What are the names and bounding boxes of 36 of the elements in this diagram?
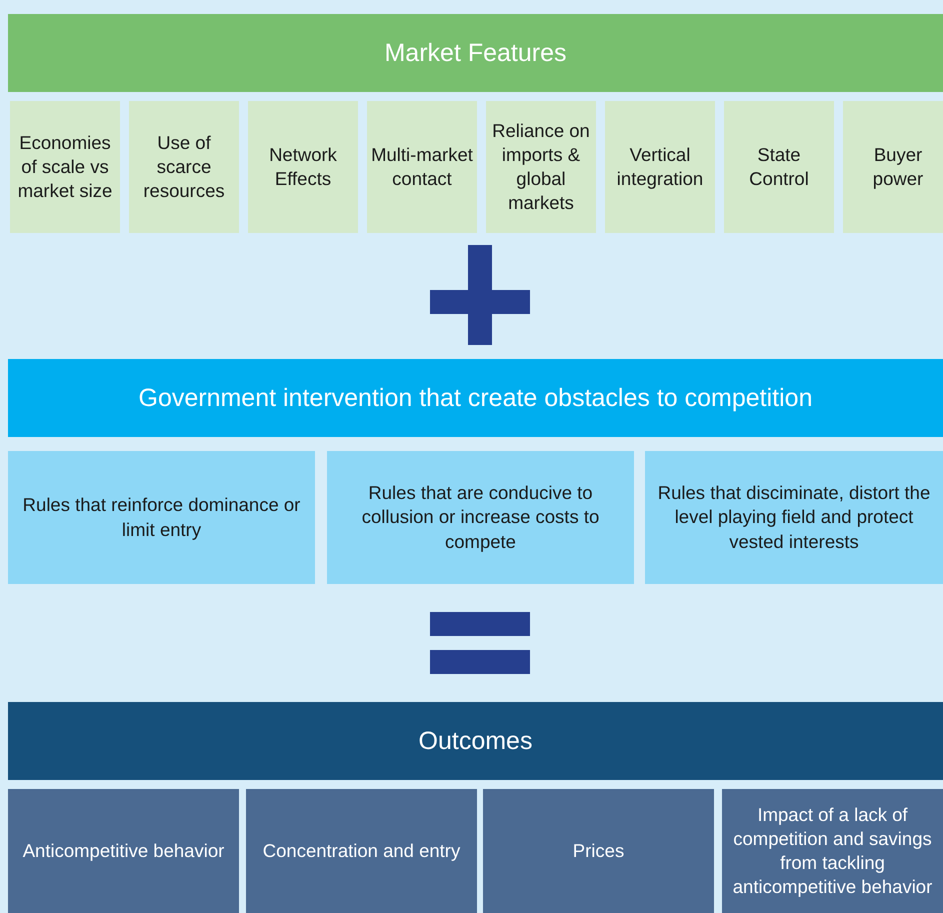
card-text: Rules that reinforce dominance or limit entry [22, 493, 302, 542]
feature-card [248, 101, 358, 233]
outcome-card [483, 789, 714, 913]
card-text: State Control [748, 142, 810, 191]
feature-card [486, 101, 596, 233]
section-header [8, 702, 943, 780]
outcome-card [246, 789, 477, 913]
outcome-card [722, 789, 943, 913]
card-text: Impact of a lack of competition and savings from tackling anticompetitive behavior [732, 802, 934, 900]
feature-card [724, 101, 834, 233]
card-text: Multi-market contact [371, 142, 473, 191]
section-header [8, 14, 943, 92]
card-text: Use of scarce resources [142, 130, 226, 204]
feature-card [605, 101, 715, 233]
card-text: Reliance on imports & global markets [491, 118, 591, 216]
feature-card [843, 101, 943, 233]
rule-card [645, 451, 943, 584]
section-header [8, 359, 943, 437]
card-text: Rules that disciminate, distort the level playing field and protect vested interests [656, 481, 932, 554]
feature-card [367, 101, 477, 233]
header-text: Market Features [384, 38, 566, 69]
header-text: Government intervention that create obstacles to competition [138, 382, 812, 414]
card-text: Network Effects [268, 142, 338, 191]
card-text: Economies of scale vs market size [16, 130, 114, 204]
rule-card [327, 451, 634, 584]
card-text: Buyer power [872, 142, 924, 191]
rule-card [8, 451, 315, 584]
feature-card [10, 101, 120, 233]
card-text: Rules that are conducive to collusion or increase costs to compete [360, 481, 600, 554]
card-text: Concentration and entry [262, 838, 460, 863]
card-text: Vertical integration [616, 142, 704, 191]
card-text: Prices [572, 838, 624, 863]
outcome-card [8, 789, 239, 913]
header-text: Outcomes [418, 726, 532, 757]
card-text: Anticompetitive behavior [22, 838, 224, 863]
feature-card [129, 101, 239, 233]
